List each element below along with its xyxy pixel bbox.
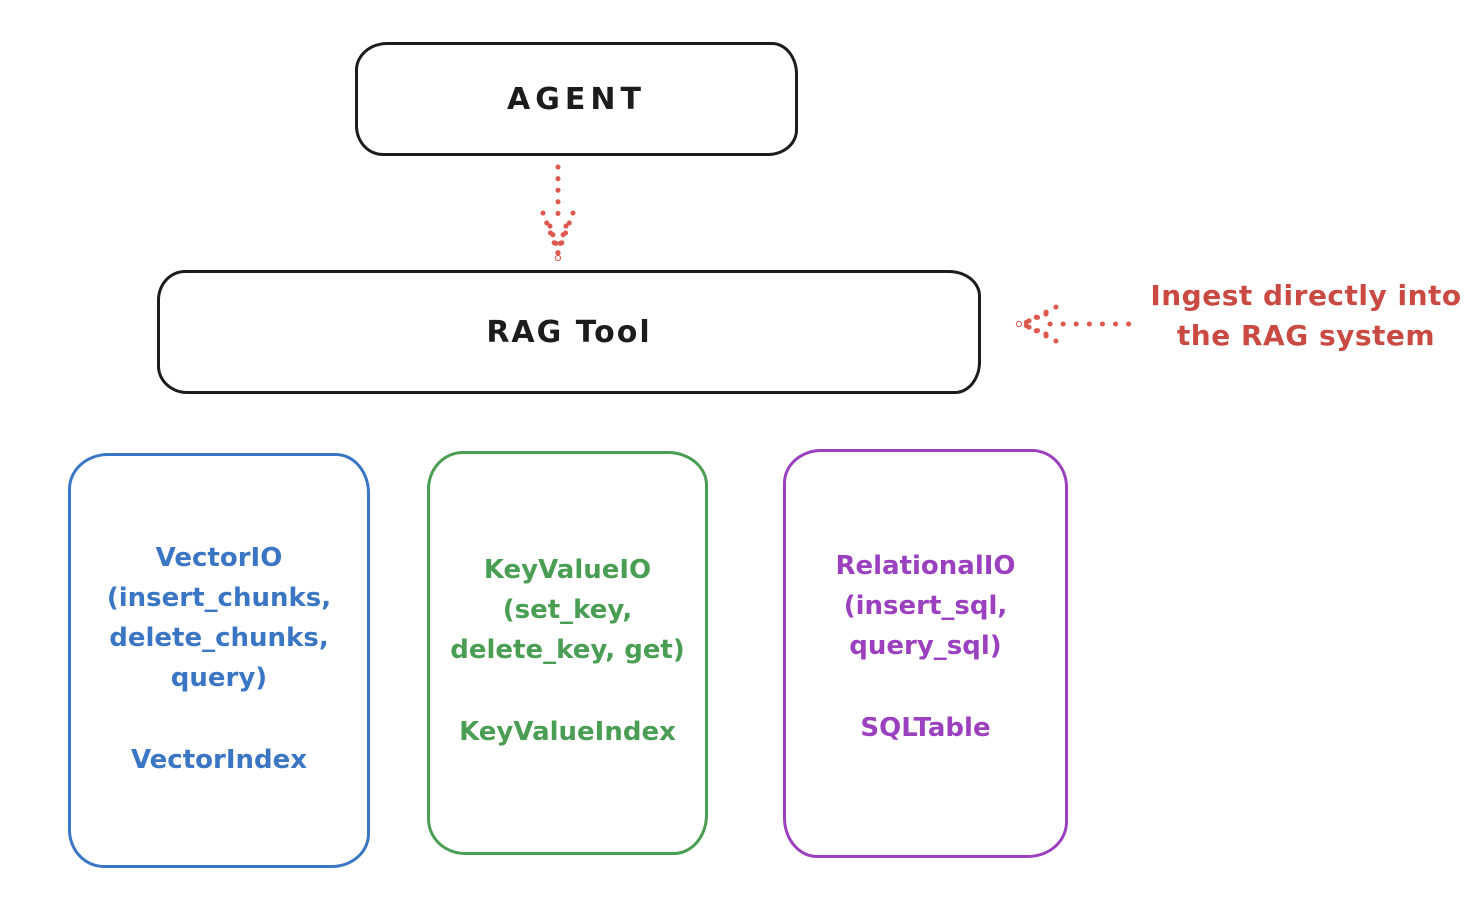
vector-io-methods: VectorIO (insert_chunks, delete_chunks, … (106, 543, 332, 693)
keyvalue-io-box: KeyValueIO (set_key, delete_key, get) Ke… (427, 451, 708, 855)
ingest-annotation: Ingest directly into the RAG system (1150, 279, 1462, 352)
dotted-arrow-down-icon (540, 164, 576, 262)
vector-index-label: VectorIndex (130, 745, 308, 775)
sql-table-label: SQLTable (860, 713, 991, 743)
dotted-arrow-left-icon (1015, 304, 1141, 344)
keyvalue-io-methods: KeyValueIO (set_key, delete_key, get) (450, 555, 685, 665)
rag-tool-box: RAG Tool (157, 270, 981, 394)
agent-box: AGENT (355, 42, 798, 156)
keyvalue-index-label: KeyValueIndex (459, 717, 676, 747)
rag-tool-label: RAG Tool (486, 314, 652, 350)
relational-io-box: RelationalIO (insert_sql, query_sql) SQL… (783, 449, 1068, 858)
vector-io-box: VectorIO (insert_chunks, delete_chunks, … (68, 453, 370, 868)
agent-label: AGENT (507, 81, 646, 117)
relational-io-methods: RelationalIO (insert_sql, query_sql) (835, 551, 1016, 661)
